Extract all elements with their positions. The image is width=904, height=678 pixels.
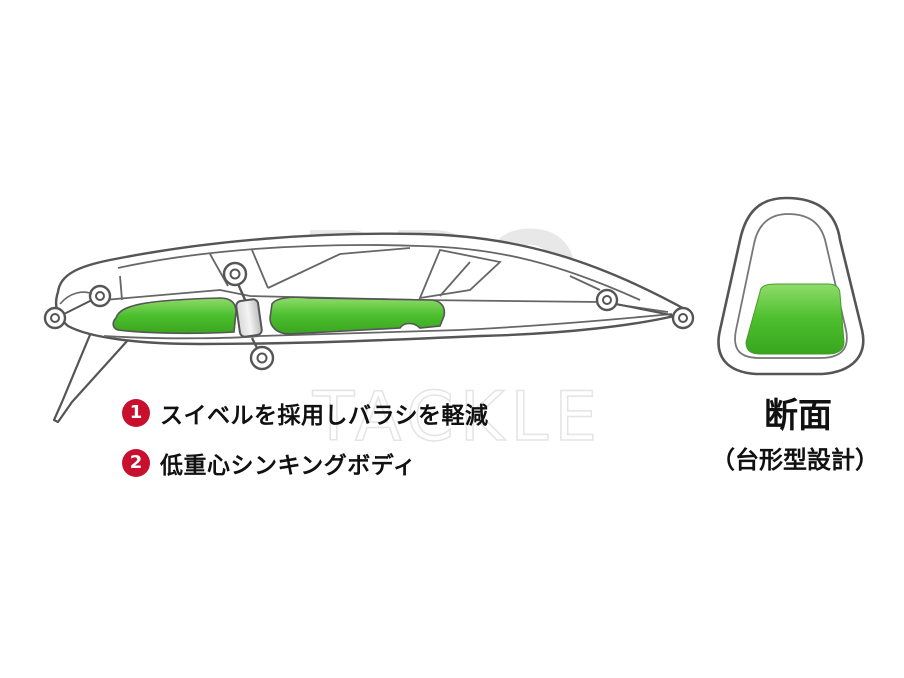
feature-item: 1 スイベルを採用しバラシを軽減 <box>122 396 489 430</box>
rear-hook-eye <box>595 288 677 317</box>
cross-section-subtitle: （台形型設計） <box>711 446 879 474</box>
feature-text: 低重心シンキングボディ <box>160 453 417 479</box>
line-tie-eye <box>43 284 112 330</box>
tail-eye <box>671 306 695 330</box>
watermark-line2: TACKLE <box>312 378 604 457</box>
frame-rib-nose <box>119 275 123 301</box>
frame-rib-5 <box>569 275 601 291</box>
frame-rib-3 <box>267 247 411 289</box>
feature-item: 2 低重心シンキングボディ <box>122 446 489 480</box>
frame-window <box>418 248 502 300</box>
feature-list: 1 スイベルを採用しバラシを軽減 2 低重心シンキングボディ <box>122 396 489 496</box>
feature-number-badge: 2 <box>122 449 150 477</box>
diving-lip <box>52 328 130 424</box>
frame-rib-4 <box>439 261 471 297</box>
cross-section-title: 断面 <box>764 396 832 436</box>
weight-front <box>112 297 237 335</box>
cross-section-weight <box>745 283 845 355</box>
frame-rib-2 <box>251 249 269 289</box>
weight-rear <box>269 296 446 335</box>
feature-text: スイベルを採用しバラシを軽減 <box>160 403 489 429</box>
cross-section-shape <box>717 196 865 376</box>
feature-number-badge: 1 <box>122 399 150 427</box>
frame-line-bottom <box>103 313 673 340</box>
swivel-joint <box>222 261 275 371</box>
frame-line-top <box>117 244 641 301</box>
